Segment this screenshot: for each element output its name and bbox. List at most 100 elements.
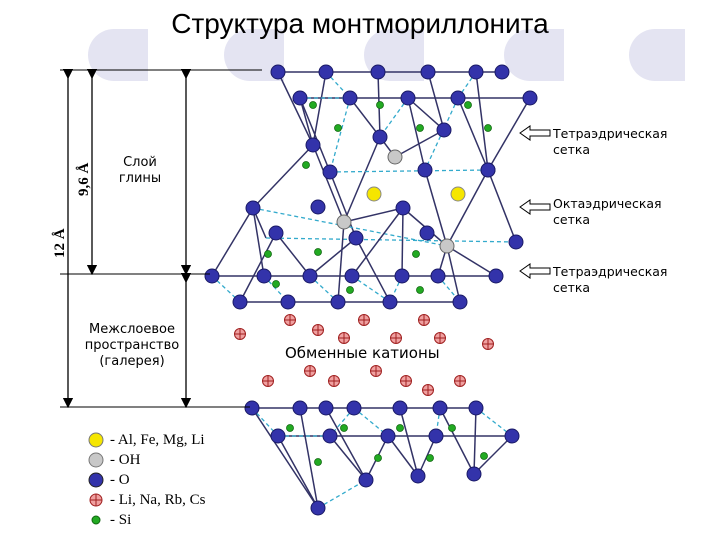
silicon-atom: [448, 424, 456, 432]
oxygen-atom: [420, 64, 436, 80]
bond-line: [312, 144, 345, 223]
oxygen-atom: [318, 400, 334, 416]
oxygen-atom: [232, 294, 248, 310]
bond-line: [277, 71, 314, 146]
hydroxyl-group: [336, 214, 352, 230]
oxygen-atom: [322, 164, 338, 180]
dashed-bond: [457, 71, 477, 99]
oxygen-atom: [450, 90, 466, 106]
oxygen-atom: [380, 428, 396, 444]
oxygen-atom: [452, 294, 468, 310]
page-title: Структура монтмориллонита: [171, 8, 549, 39]
bond-line: [399, 407, 419, 477]
tetrahedral-sheet-top-label: Тетраэдрическая сетка: [553, 126, 668, 157]
hydroxyl-group: [439, 238, 455, 254]
yellow-circle-icon: [88, 432, 104, 448]
oxygen-atom: [468, 64, 484, 80]
silicon-atom: [272, 280, 280, 288]
dashed-bond: [351, 275, 391, 303]
dashed-bond: [379, 97, 409, 138]
octahedral-sheet-label: Октаэдрическая сетка: [553, 196, 662, 227]
bond-line: [325, 407, 367, 481]
oxygen-atom: [419, 225, 435, 241]
oxygen-atom: [508, 234, 524, 250]
silicon-atom: [484, 124, 492, 132]
bond-line: [275, 232, 311, 277]
blue-circle-icon: [88, 472, 104, 488]
legend-item-oxygen: - O: [86, 470, 205, 490]
oxygen-atom: [468, 400, 484, 416]
bond-line: [407, 97, 445, 131]
silicon-atom: [264, 250, 272, 258]
silicon-atom: [376, 101, 384, 109]
legend-item-cation-octahedral: - Al, Fe, Mg, Li: [86, 430, 205, 450]
oxygen-atom: [410, 468, 426, 484]
oxygen-atom: [432, 400, 448, 416]
oxygen-atom: [318, 64, 334, 80]
oxygen-atom: [480, 162, 496, 178]
silicon-atom: [340, 424, 348, 432]
bond-line: [387, 435, 419, 477]
oxygen-atom: [430, 268, 446, 284]
oxygen-atom: [270, 428, 286, 444]
legend: - Al, Fe, Mg, Li - OH - O - Li, Na, Rb, …: [86, 430, 205, 530]
oxygen-atom: [268, 225, 284, 241]
silicon-atom: [412, 250, 420, 258]
dashed-bond: [317, 479, 367, 509]
silicon-atom: [314, 248, 322, 256]
bond-line: [252, 207, 265, 277]
bond-line: [309, 237, 357, 277]
bond-line: [343, 207, 404, 223]
oxygen-atom: [358, 472, 374, 488]
bond-line: [475, 71, 489, 171]
silicon-atom: [426, 454, 434, 462]
legend-item-silicon: - Si: [86, 510, 205, 530]
octahedral-cation: [450, 186, 466, 202]
oxygen-atom: [417, 162, 433, 178]
oxygen-atom: [280, 294, 296, 310]
silicon-atom: [374, 454, 382, 462]
oxygen-atom: [302, 268, 318, 284]
oxygen-atom: [395, 200, 411, 216]
bond-line: [457, 97, 489, 171]
dashed-bond: [424, 97, 459, 171]
oxygen-atom: [245, 200, 261, 216]
total-thickness-label: 12 Å: [52, 228, 68, 258]
interlayer-label: Межслоевое пространство (галерея): [84, 322, 180, 369]
bond-line: [401, 207, 404, 277]
oxygen-atom: [370, 64, 386, 80]
bond-line: [349, 97, 381, 138]
dashed-bond: [475, 407, 513, 437]
bond-line: [312, 71, 327, 146]
bond-line: [487, 169, 517, 243]
oxygen-atom: [256, 268, 272, 284]
silicon-atom: [314, 458, 322, 466]
bond-line: [446, 169, 489, 247]
oxygen-atom: [436, 122, 452, 138]
bond-line: [446, 245, 461, 303]
silicon-atom: [309, 101, 317, 109]
oxygen-atom: [522, 90, 538, 106]
silicon-atom: [286, 424, 294, 432]
crossed-circle-icon: [89, 493, 103, 507]
bond-line: [351, 207, 404, 277]
legend-item-hydroxyl: - OH: [86, 450, 205, 470]
oxygen-atom: [322, 428, 338, 444]
bond-line: [427, 71, 445, 131]
oxygen-atom: [292, 90, 308, 106]
silicon-atom: [334, 124, 342, 132]
bond-line: [407, 97, 426, 171]
oxygen-atom: [330, 294, 346, 310]
bond-line: [329, 435, 367, 481]
oxygen-atom: [466, 466, 482, 482]
oxygen-atom: [488, 268, 504, 284]
bond-line: [251, 407, 319, 509]
silicon-atom: [396, 424, 404, 432]
bond-line: [252, 144, 314, 209]
legend-item-exchange-cation: - Li, Na, Rb, Cs: [86, 490, 205, 510]
bond-line: [239, 232, 277, 303]
oxygen-atom: [504, 428, 520, 444]
oxygen-atom: [394, 268, 410, 284]
oxygen-atom: [310, 199, 326, 215]
